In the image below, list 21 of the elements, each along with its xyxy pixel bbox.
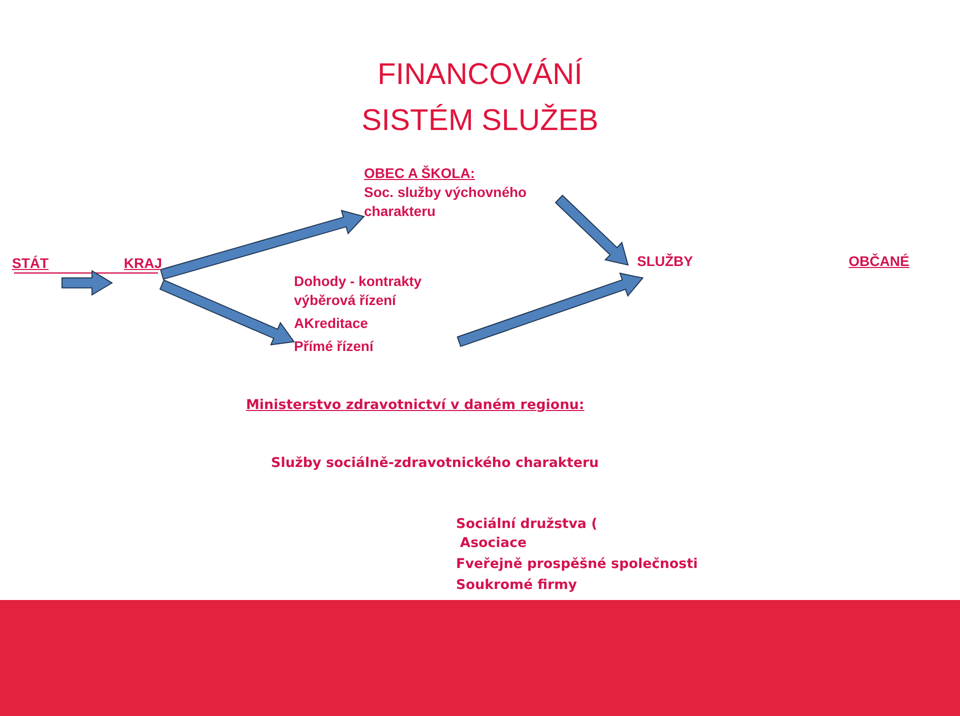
block-arrow <box>62 270 113 296</box>
node-text: OBČANÉ <box>848 252 910 271</box>
block-arrow <box>554 194 629 266</box>
note-text: Sociální družstva ( <box>456 516 598 532</box>
note-text: Fveřejně prospěšné společnosti <box>456 556 698 572</box>
heading-text: OBEC A ŠKOLA: <box>364 164 476 183</box>
node-text: KRAJ <box>122 254 162 273</box>
heading-text: Dohody - kontrakty výběrová řízení <box>294 272 423 310</box>
block-arrow <box>160 210 365 280</box>
node-text: SLUŽBY <box>636 252 694 271</box>
note-text: Ministerstvo zdravotnictví v daném regionu: <box>246 397 584 413</box>
node-text: STÁT <box>12 254 50 273</box>
note-text: Soukromé firmy <box>456 577 577 593</box>
note-text: Asociace <box>460 535 527 551</box>
title: FINANCOVÁNÍ SISTÉM SLUŽEB <box>360 57 600 139</box>
node-text: Soc. služby výchovného charakteru <box>364 183 528 221</box>
note-text: Služby sociálně-zdravotnického charakteru <box>271 455 599 471</box>
node-text: Přímé řízení <box>294 337 375 356</box>
node-text: AKreditace <box>294 314 369 333</box>
block-arrow <box>159 279 295 346</box>
block-arrow <box>456 272 644 348</box>
